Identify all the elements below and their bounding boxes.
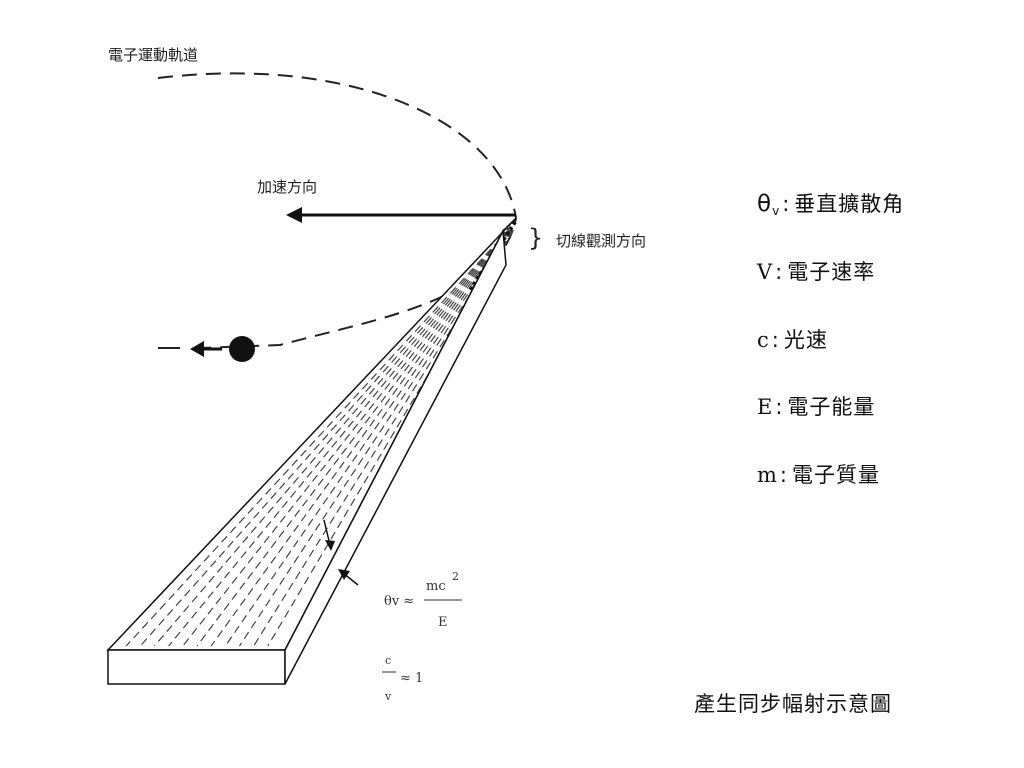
legend-row-e: E:電子能量 <box>757 391 875 423</box>
legend-separator: : <box>782 192 791 216</box>
cone-ray <box>125 229 509 647</box>
legend-symbol: c <box>757 328 770 352</box>
legend-row-c: c:光速 <box>757 324 828 356</box>
legend-symbol: E <box>757 395 774 419</box>
cone-ray <box>210 229 512 647</box>
cone-ray <box>182 229 511 647</box>
formula-exponent: 2 <box>452 570 459 583</box>
formula-theta-lhs: θv ≈ <box>384 594 414 609</box>
electron <box>229 336 255 362</box>
legend-meaning: 光速 <box>783 328 828 352</box>
radiation-cone <box>106 217 517 651</box>
angle-arrow-lower-icon <box>338 569 359 586</box>
legend-meaning: 電子質量 <box>792 463 880 487</box>
cone-ray <box>154 229 510 647</box>
formula-denominator: E <box>438 615 448 630</box>
angle-arrow-upper-icon <box>323 519 335 551</box>
cone-ray <box>224 229 513 647</box>
ratio-rhs: ≈ 1 <box>400 671 423 686</box>
tangent-direction-label: 切線觀測方向 <box>556 232 646 250</box>
legend-separator: : <box>771 328 780 352</box>
motion-arrow-icon <box>190 341 222 357</box>
legend-row-v: V:電子速率 <box>757 256 875 288</box>
legend-separator: : <box>779 463 788 487</box>
formula-numerator: mc <box>426 579 446 594</box>
legend-meaning: 電子能量 <box>787 395 876 419</box>
acceleration-arrow-icon <box>286 207 516 223</box>
legend-symbol: V <box>757 260 774 284</box>
brace: } <box>528 224 543 252</box>
legend-row-m: m:電子質量 <box>757 459 880 491</box>
legend-meaning: 電子速率 <box>787 260 876 284</box>
cone-ray <box>196 229 512 647</box>
ratio-denominator: v <box>384 690 392 703</box>
legend-symbol: m <box>757 463 778 487</box>
cone-ray <box>139 229 510 647</box>
cone-ray <box>168 229 511 647</box>
orbit-label: 電子運動軌道 <box>108 46 198 64</box>
legend-separator: : <box>775 395 784 419</box>
legend-meaning: 垂直擴散角 <box>794 192 905 216</box>
ratio-numerator: c <box>385 654 391 667</box>
figure-caption: 產生同步幅射示意圖 <box>694 692 892 716</box>
orbit-path <box>157 72 518 349</box>
legend-separator: : <box>775 260 784 284</box>
legend-symbol: θv <box>757 191 781 218</box>
acceleration-label: 加速方向 <box>257 178 317 196</box>
legend-row-theta: θv:垂直擴散角 <box>757 188 904 220</box>
